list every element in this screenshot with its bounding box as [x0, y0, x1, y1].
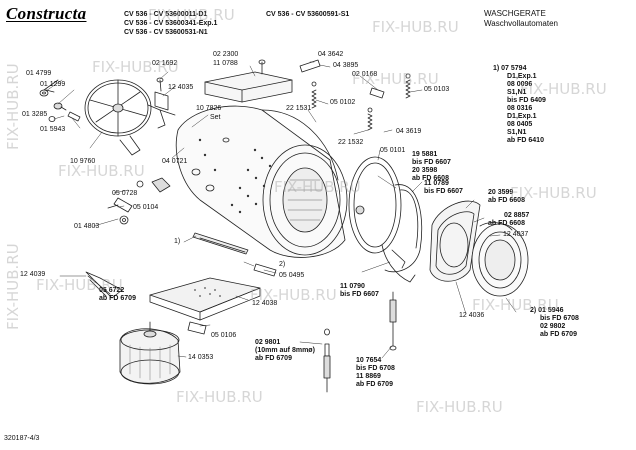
- part-label: 05 0103: [424, 86, 450, 93]
- part-label: 05 0104: [133, 204, 159, 211]
- model-line-2: CV 536 - CV 53600341-Exp.1: [124, 20, 218, 27]
- model-line-right: CV 536 - CV 53600591-S1: [266, 11, 350, 18]
- tub-front-ring: [348, 156, 402, 254]
- part-label: 02 0168: [352, 71, 378, 78]
- note-2-line: 02 9802: [540, 323, 566, 330]
- part-label: ab FD 6709: [99, 295, 136, 302]
- part-label: 04 3642: [318, 51, 344, 58]
- drum-spider-part: [84, 79, 176, 156]
- drive-motor: [119, 321, 181, 385]
- model-line-1: CV 536 - CV 53600011-D1: [124, 11, 208, 18]
- tensioner-parts: [107, 177, 171, 225]
- part-label: ab FD 6608: [412, 175, 449, 182]
- part-label: 01 4799: [26, 70, 52, 77]
- part-label: Set: [210, 114, 221, 121]
- part-label: 11 0788: [213, 60, 238, 67]
- part-label: 01 3285: [22, 111, 48, 118]
- part-label: 20 3599: [488, 189, 514, 196]
- part-label: 12 4035: [168, 84, 194, 91]
- part-label: 10 7654: [356, 357, 382, 364]
- part-label: 10 7826: [196, 105, 222, 112]
- part-label: 04 0721: [162, 158, 188, 165]
- drive-belt: [85, 271, 123, 299]
- part-label: bis FD 6708: [356, 365, 395, 372]
- subcategory-label: Waschvollautomaten: [484, 19, 558, 28]
- part-label: 02 9801: [255, 339, 281, 346]
- base-plate: [149, 277, 261, 335]
- part-label: 05 6722: [99, 287, 125, 294]
- note-1-line: bis FD 6409: [507, 97, 546, 104]
- tub-housing: [175, 105, 348, 258]
- part-label: 01 4803: [74, 223, 100, 230]
- part-label: 02 2300: [213, 51, 239, 58]
- part-label: 12 4038: [252, 300, 278, 307]
- note-1-line: S1,N1: [507, 89, 527, 96]
- part-label: 05 0102: [330, 99, 356, 106]
- part-label: 14 0353: [188, 354, 214, 361]
- note-1-line: D1,Exp.1: [507, 113, 537, 120]
- part-label: ab FD 6709: [356, 381, 393, 388]
- part-label: 12 4037: [503, 231, 529, 238]
- part-label: 04 3619: [396, 128, 422, 135]
- part-label: (10mm auf 8mmø): [255, 347, 315, 354]
- part-label: 10 9760: [70, 158, 96, 165]
- part-label: 20 3598: [412, 167, 438, 174]
- footer-code: 320187-4/3: [4, 435, 40, 442]
- part-label: 01 5943: [40, 126, 66, 133]
- part-label: 05 0728: [112, 190, 138, 197]
- part-label: 1): [174, 238, 181, 245]
- shock-absorbers: [323, 291, 397, 393]
- model-line-3: CV 536 - CV 53600531-N1: [124, 29, 208, 36]
- part-label: 01 1299: [40, 81, 66, 88]
- part-label: bis FD 6607: [412, 159, 451, 166]
- category-label: WASCHGERATE: [484, 9, 546, 18]
- part-label: 22 1532: [338, 139, 364, 146]
- part-label: 02 1692: [152, 60, 178, 67]
- note-1-line: D1,Exp.1: [507, 73, 537, 80]
- part-label: ab FD 6709: [255, 355, 292, 362]
- part-label: 12 4039: [20, 271, 46, 278]
- note-2-line: ab FD 6709: [540, 331, 577, 338]
- part-label: ab FD 6608: [488, 197, 525, 204]
- note-1-line: S1,N1: [507, 129, 527, 136]
- front-panel-frame: [429, 200, 529, 297]
- heater-element: [192, 232, 277, 277]
- top-mounting-block: [204, 59, 293, 103]
- part-label: 05 0106: [211, 332, 237, 339]
- part-label: bis FD 6607: [340, 291, 379, 298]
- part-label: 04 3895: [333, 62, 359, 69]
- note-1-line: ab FD 6410: [507, 137, 544, 144]
- part-label: 05 0101: [380, 147, 406, 154]
- part-label: 12 4036: [459, 312, 485, 319]
- brand-logo: Constructa: [6, 4, 87, 23]
- part-label: 11 0789: [424, 180, 449, 187]
- note-1-line: 1) 07 5794: [493, 65, 527, 72]
- note-1-line: 08 0316: [507, 105, 533, 112]
- leader-lines: [45, 61, 517, 359]
- bearing-bracket: [154, 77, 169, 111]
- part-label: 2): [279, 261, 286, 268]
- part-label: 19 5881: [412, 151, 438, 158]
- note-2-line: 2) 01 5946: [530, 307, 564, 314]
- part-label: 05 0495: [279, 272, 305, 279]
- part-label: bis FD 6607: [424, 188, 463, 195]
- part-label: 11 8869: [356, 373, 381, 380]
- part-label: 22 1531: [286, 105, 312, 112]
- note-1-line: 08 0096: [507, 81, 533, 88]
- bellows-seal: [381, 184, 423, 283]
- part-label: ab FD 6608: [488, 220, 525, 227]
- note-2-line: bis FD 6708: [540, 315, 579, 322]
- part-label: 02 8857: [504, 212, 530, 219]
- note-1-line: 08 0405: [507, 121, 533, 128]
- part-label: 11 0790: [340, 283, 365, 290]
